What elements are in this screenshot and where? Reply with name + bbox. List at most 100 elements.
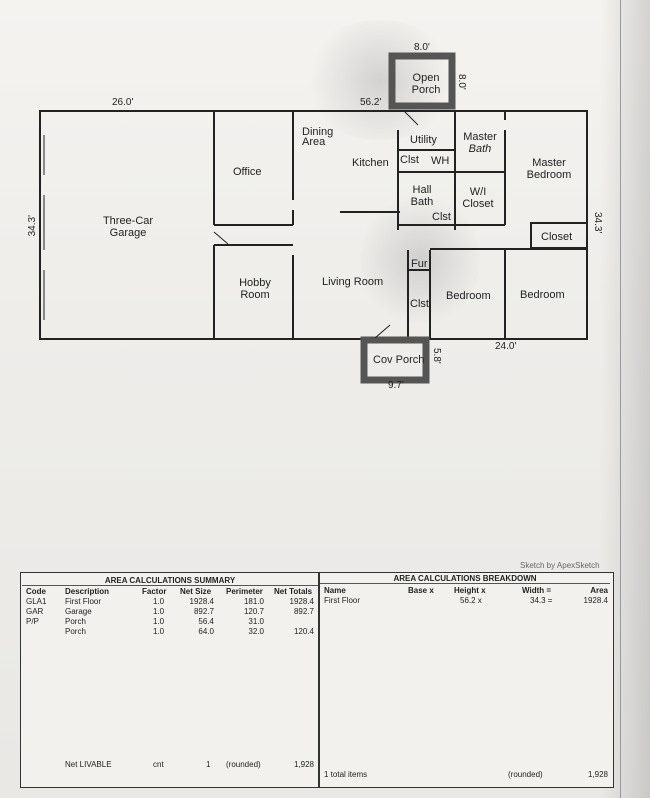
summary-cell-net-size: 892.7 [193,607,214,616]
summary-header-description: Description [65,587,110,596]
summary-cell-net-totals: 892.7 [293,607,314,616]
page-edge [620,0,621,798]
breakdown-header-base: Base x [408,586,434,595]
room-kitchen: Kitchen [352,157,389,169]
dim-depth-left: 34.3' [27,215,38,237]
summary-cell-net-totals: 1928.4 [289,597,314,606]
room-open-porch: Open Porch [408,72,444,96]
breakdown-cell-width: 34.3 = [530,596,553,605]
summary-cell-net-size: 56.4 [198,617,214,626]
summary-cell-perimeter: 181.0 [243,597,264,606]
summary-cell-net-size: 64.0 [198,627,214,636]
room-cov-porch: Cov Porch [373,354,425,366]
stain [300,20,460,140]
summary-footer-cnt: cnt [153,760,164,769]
room-bedroom-2: Bedroom [520,289,565,301]
room-garage-line2: Garage [109,227,147,239]
room-clst-3: Clst [410,298,429,310]
room-master-bedroom-line2: Bedroom [526,169,572,181]
summary-header-perimeter: Perimeter [226,587,263,596]
summary-title-rule [22,585,318,586]
summary-header-net-totals: Net Totals [274,587,313,596]
stain [360,190,480,330]
summary-footer-label: Net LIVABLE [65,760,112,769]
room-dining: Dining Area [302,126,334,148]
summary-cell-factor: 1.0 [153,617,165,626]
room-wi-closet: W/I Closet [460,186,496,210]
room-dining-line2: Area [302,136,326,148]
summary-cell-description: Porch [65,627,86,636]
room-office: Office [233,166,262,178]
area-calculations-box [20,572,614,788]
room-open-porch-line1: Open [412,72,440,84]
dim-overall-width: 56.2' [360,97,382,108]
room-wh: WH [431,155,450,167]
summary-cell-net-totals: 120.4 [293,627,314,636]
room-hall-bath-line2: Bath [410,196,434,208]
summary-cell-factor: 1.0 [153,597,165,606]
breakdown-footer-rounded: (rounded) [508,770,543,779]
summary-cell-factor: 1.0 [153,627,165,636]
breakdown-footer-items: 1 total items [324,770,368,779]
summary-cell-code: GAR [26,607,44,616]
dim-bottom-right-width: 24.0' [495,341,517,352]
breakdown-cell-name: First Floor [324,596,360,605]
room-hall-bath: Hall Bath [408,184,436,208]
dim-width-left: 26.0' [112,97,134,108]
summary-cell-perimeter: 31.0 [248,617,264,626]
room-garage-line1: Three-Car [102,215,154,227]
room-closet: Closet [541,231,573,243]
summary-cell-description: First Floor [65,597,101,606]
room-open-porch-line2: Porch [411,84,441,96]
breakdown-footer-total: 1,928 [587,770,608,779]
room-hobby: Hobby Room [237,277,273,301]
dim-cov-porch-width: 9.7' [388,380,404,391]
room-living: Living Room [322,276,384,288]
room-master-bedroom-line1: Master [532,157,566,169]
room-dining-line1: Dining [302,126,334,138]
room-wi-closet-line2: Closet [462,198,494,210]
summary-cell-perimeter: 32.0 [248,627,264,636]
summary-cell-code: P/P [26,617,39,626]
summary-cell-description: Porch [65,617,86,626]
room-master-bath-line2: Bath [468,143,492,155]
summary-cell-factor: 1.0 [153,607,165,616]
dim-cov-porch-depth: 5.8' [431,348,442,364]
summary-footer-rounded: (rounded) [226,760,261,769]
room-utility: Utility [410,134,437,146]
room-clst-1: Clst [400,154,419,166]
summary-footer-count: 1 [206,760,211,769]
summary-header-factor: Factor [142,587,167,596]
summary-footer-total: 1,928 [293,760,314,769]
summary-cell-code: GLA1 [26,597,47,606]
dim-porch-top-depth: 8.0' [456,74,467,90]
summary-cell-net-size: 1928.4 [189,597,214,606]
summary-header-code: Code [26,587,46,596]
floor-plan [39,52,588,384]
breakdown-title: AREA CALCULATIONS BREAKDOWN [393,574,537,583]
summary-title: AREA CALCULATIONS SUMMARY [104,576,236,585]
room-garage: Three-Car Garage [98,215,158,239]
room-clst-2: Clst [432,211,451,223]
room-bedroom-1: Bedroom [446,290,491,302]
breakdown-header-width: Width = [522,586,552,595]
summary-header-net-size: Net Size [180,587,212,596]
room-wi-closet-line1: W/I [469,186,487,198]
room-hobby-line1: Hobby [239,277,271,289]
dim-porch-top-width: 8.0' [414,42,430,53]
breakdown-header-name: Name [324,586,346,595]
breakdown-cell-height: 56.2 x [460,596,482,605]
breakdown-cell-area: 1928.4 [583,596,608,605]
box-divider [318,572,320,788]
breakdown-header-area: Area [590,586,608,595]
room-hall-bath-line1: Hall [412,184,432,196]
sketch-credit: Sketch by ApexSketch [520,561,600,570]
room-hobby-line2: Room [240,289,270,301]
summary-cell-perimeter: 120.7 [243,607,264,616]
room-master-bedroom: Master Bedroom [524,157,574,181]
room-master-bath-line1: Master [463,131,497,143]
room-fur: Fur [411,258,428,270]
room-master-bath: Master Bath [460,131,500,155]
breakdown-header-height: Height x [454,586,486,595]
